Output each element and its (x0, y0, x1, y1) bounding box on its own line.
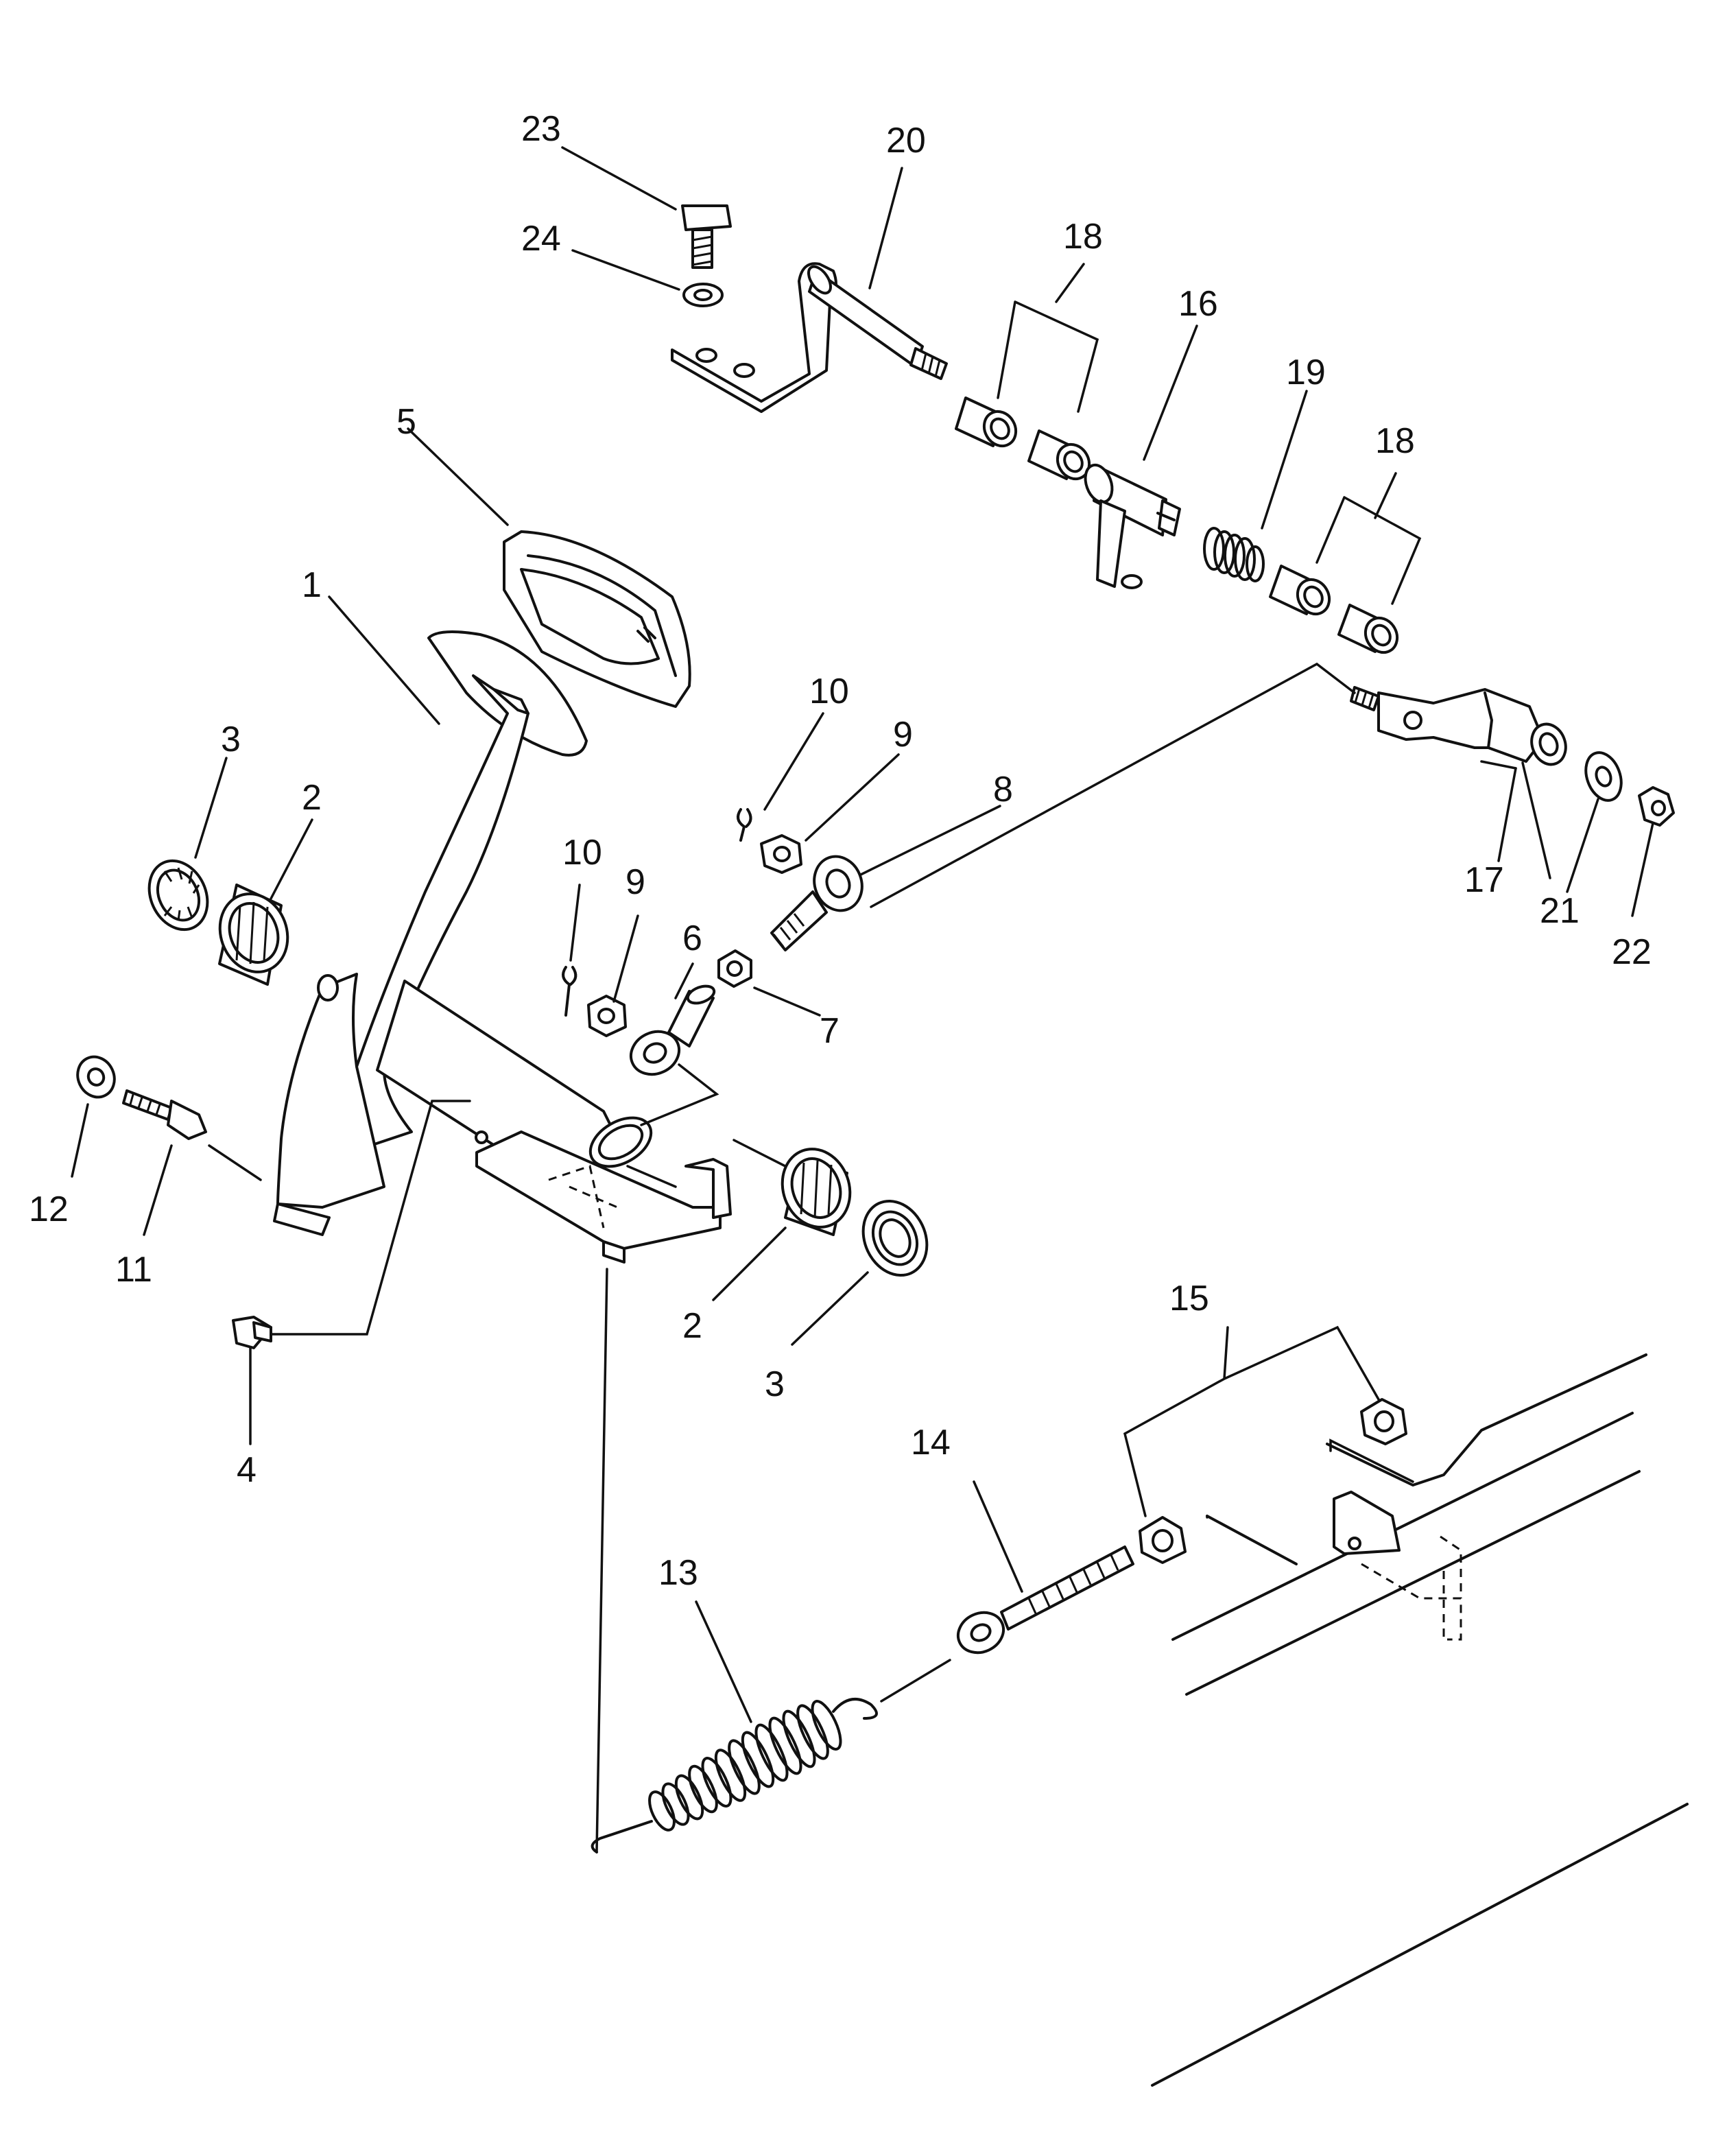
callout-20: 20 (886, 121, 926, 161)
callout-11: 11 (115, 1250, 152, 1290)
callout-14: 14 (911, 1423, 951, 1462)
callout-22: 22 (1612, 932, 1652, 972)
part-4-grease-fitting (232, 1316, 272, 1349)
part-5-pedal-pad (503, 530, 691, 708)
callout-15: 15 (1169, 1279, 1209, 1318)
part-22-nut (1638, 786, 1675, 827)
callout-21: 21 (1540, 891, 1580, 931)
part-2-bushing-right (781, 1148, 852, 1236)
part-14-eye-bolt (956, 1545, 1134, 1655)
callout-13: 13 (658, 1553, 698, 1593)
callout-17: 17 (1464, 860, 1504, 900)
part-24-washer (682, 283, 724, 307)
part-18-bushing-a (955, 396, 1018, 448)
callout-18-top: 18 (1063, 217, 1103, 257)
callout-16: 16 (1178, 284, 1218, 324)
callout-18-right: 18 (1375, 421, 1415, 461)
part-15-nut-upper (1360, 1398, 1407, 1445)
callout-8: 8 (993, 770, 1013, 809)
part-10-cotter-pin-lower (562, 966, 577, 1017)
callout-5: 5 (396, 402, 416, 442)
callout-7: 7 (820, 1011, 839, 1051)
part-13-spring (591, 1698, 878, 1853)
part-11-bolt (122, 1089, 207, 1140)
part-18-bushing-c (1269, 565, 1331, 616)
callout-10-upper: 10 (809, 672, 849, 711)
callout-labels: 23 24 20 18 16 19 18 5 1 3 2 10 9 8 10 9… (29, 109, 1652, 1593)
callout-3-right: 3 (765, 1364, 785, 1404)
part-3-seal-left (147, 859, 209, 932)
part-21-washer (1584, 751, 1623, 802)
callout-4: 4 (237, 1450, 257, 1490)
callout-12: 12 (29, 1189, 69, 1229)
part-15-nut-lower (1139, 1516, 1187, 1564)
assembly-lines (208, 662, 1689, 2087)
part-20-bracket-shaft (671, 262, 948, 413)
callout-6: 6 (682, 919, 702, 958)
callout-9-upper: 9 (893, 715, 913, 755)
callout-2-left: 2 (302, 778, 322, 818)
callout-24: 24 (521, 219, 561, 259)
part-9-nut-lower (587, 995, 627, 1037)
callout-23: 23 (521, 109, 561, 149)
part-6-rod-end (629, 984, 716, 1076)
part-8-rod-end (770, 855, 864, 951)
part-12-nut (76, 1055, 116, 1099)
callout-10-lower: 10 (562, 833, 602, 873)
part-3-seal-right (861, 1199, 929, 1277)
part-19-spring (1203, 527, 1265, 582)
callout-3-left: 3 (221, 720, 241, 759)
callout-leaders (71, 146, 1654, 1723)
callout-2-right: 2 (682, 1306, 702, 1346)
callout-19: 19 (1286, 353, 1326, 392)
part-16-lever-sleeve (1084, 463, 1181, 589)
part-17-lever-arm (1350, 686, 1567, 766)
part-23-bolt (681, 204, 732, 269)
frame-rail (1171, 1353, 1647, 1696)
part-18-bushing-d (1337, 604, 1399, 654)
callout-9-lower: 9 (626, 862, 645, 902)
part-10-cotter-pin-upper (737, 808, 752, 842)
part-7-nut (717, 949, 752, 988)
part-2-bushing-left (218, 884, 289, 986)
part-1-pedal-arm (273, 630, 732, 1264)
callout-1: 1 (302, 565, 322, 605)
part-9-nut-upper (760, 834, 802, 874)
part-18-bushing-b (1027, 429, 1091, 481)
